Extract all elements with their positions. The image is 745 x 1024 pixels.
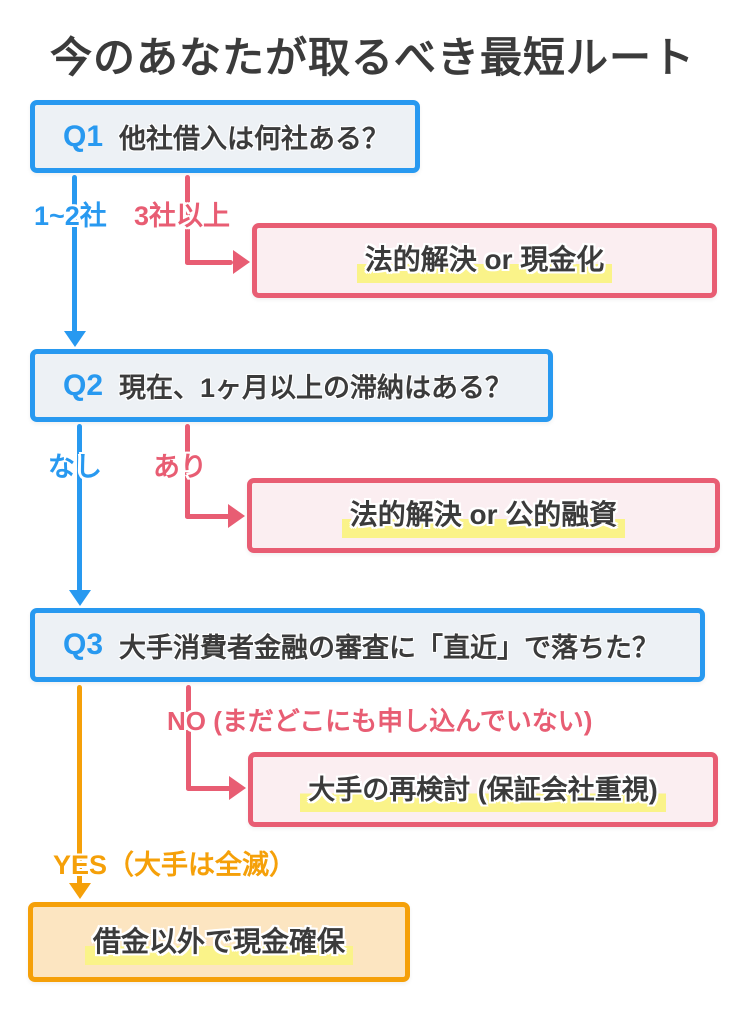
q1-right-branch-line-vertical (185, 175, 190, 265)
page-title: 今のあなたが取るべき最短ルート (49, 34, 695, 81)
q3-id-label: Q3 (63, 628, 104, 661)
result-box-secure-cash-without-borrowing: 借金以外で現金確保 (28, 902, 410, 982)
q1-branch-label-left: 1~2社 (34, 201, 107, 231)
q2-question-text: 現在、1ヶ月以上の滞納はある？ (119, 373, 513, 403)
q3-question-text: 大手消費者金融の審査に「直近」で落ちた？ (119, 632, 660, 663)
result2-text: 法的解決 or 公的融資 (341, 493, 626, 538)
q3-no-branch-arrowhead (229, 776, 246, 800)
q3-no-branch-line-vertical (186, 685, 191, 791)
q1-branch-label-right: 3社以上 (134, 201, 231, 231)
q1-left-branch-arrowhead (64, 331, 86, 347)
q1-right-branch-line-horizontal (185, 260, 233, 265)
q2-branch-label-left: なし (48, 452, 102, 482)
q2-branch-label-right: あり (153, 452, 207, 482)
result-box-legal-or-public-loan: 法的解決 or 公的融資 (247, 478, 720, 553)
q1-left-branch-line (72, 175, 77, 333)
q2-left-branch-line (77, 424, 82, 592)
q2-right-branch-line-horizontal (185, 514, 230, 519)
q2-right-branch-arrowhead (228, 504, 245, 528)
q2-id-label: Q2 (63, 368, 104, 402)
question-box-q2: Q2 現在、1ヶ月以上の滞納はある？ (30, 349, 553, 422)
q3-branch-label-yes: YES（大手は全滅） (53, 850, 297, 880)
result1-text: 法的解決 or 現金化 (356, 238, 613, 283)
result3-text: 大手の再検討 (保証会社重視) (300, 767, 666, 812)
q3-branch-label-no: NO (まだどこにも申し込んでいない) (167, 706, 593, 736)
q3-yes-branch-arrowhead (69, 883, 91, 899)
q1-question-text: 他社借入は何社ある？ (119, 124, 390, 154)
question-box-q1: Q1 他社借入は何社ある？ (30, 100, 420, 173)
q3-yes-branch-line (77, 685, 82, 885)
result-box-legal-or-cash: 法的解決 or 現金化 (252, 223, 717, 298)
q1-id-label: Q1 (63, 119, 104, 153)
result-box-reconsider-major-lenders: 大手の再検討 (保証会社重視) (248, 752, 718, 827)
q3-no-branch-line-horizontal (186, 786, 231, 791)
q2-left-branch-arrowhead (69, 590, 91, 606)
result4-text: 借金以外で現金確保 (84, 919, 353, 965)
q2-right-branch-line-vertical (185, 424, 190, 519)
q1-right-branch-arrowhead (233, 250, 250, 274)
question-box-q3: Q3 大手消費者金融の審査に「直近」で落ちた？ (30, 608, 705, 682)
